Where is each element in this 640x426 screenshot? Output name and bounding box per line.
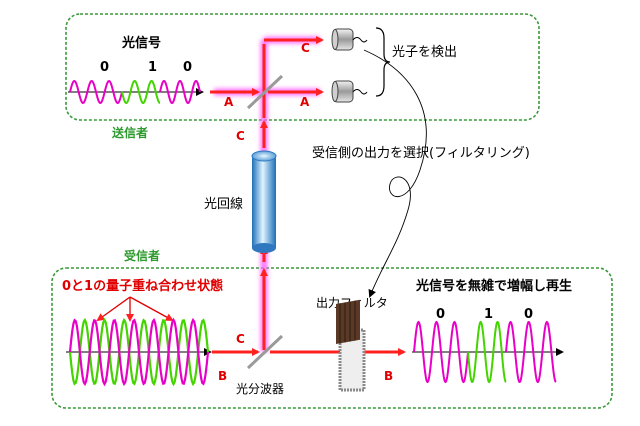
sender-wave-0: [69, 79, 123, 105]
port-label-c-top: C: [301, 41, 310, 55]
superposition-label: 0と1の量子重ね合わせ状態: [62, 278, 223, 294]
sender-beam-splitter: [246, 74, 284, 110]
receiver-beam-splitter: [246, 334, 284, 370]
superposition-wave-magenta: [68, 317, 210, 387]
port-label-b-in: B: [218, 369, 227, 383]
receiver-box: [51, 267, 613, 409]
port-label-b-out: B: [384, 369, 393, 383]
port-label-c-receiver: C: [236, 332, 245, 346]
channel-label: 光回線: [204, 196, 243, 212]
output-bit-1: 1: [484, 307, 493, 322]
sender-signal-title: 光信号: [121, 35, 161, 51]
output-title: 光信号を無雑で増幅し再生: [415, 278, 572, 294]
sender-bit-0: 0: [100, 60, 109, 75]
photon-detector-top: [331, 28, 368, 51]
output-wave-1: [467, 320, 507, 384]
sender-bit-1: 1: [148, 60, 157, 75]
control-cable: [363, 49, 427, 298]
superposition-pointer-arrows: [96, 296, 174, 322]
output-filter: [336, 299, 366, 392]
sender-wave-1: [121, 79, 161, 105]
detector-brace: [375, 27, 391, 97]
photon-detector-bottom: [331, 80, 368, 103]
port-label-c-channel: C: [236, 129, 245, 143]
sender-box: [65, 13, 540, 121]
port-label-a-right: A: [300, 95, 310, 109]
output-select-label: 受信側の出力を選択(フィルタリング): [312, 146, 530, 161]
optical-fiber: [251, 150, 277, 253]
output-bit-2: 0: [524, 307, 533, 322]
output-wave-2: [505, 320, 557, 384]
receiver-section-label: 受信者: [124, 248, 160, 263]
sender-section-label: 送信者: [111, 125, 148, 140]
detect-label: 光子を検出: [392, 45, 457, 60]
sender-wave-2: [159, 79, 201, 105]
output-wave-0: [413, 320, 469, 384]
output-bit-0: 0: [436, 307, 445, 322]
sender-bit-2: 0: [183, 60, 192, 75]
splitter-label: 光分波器: [236, 382, 284, 396]
port-label-a-left: A: [224, 95, 234, 109]
